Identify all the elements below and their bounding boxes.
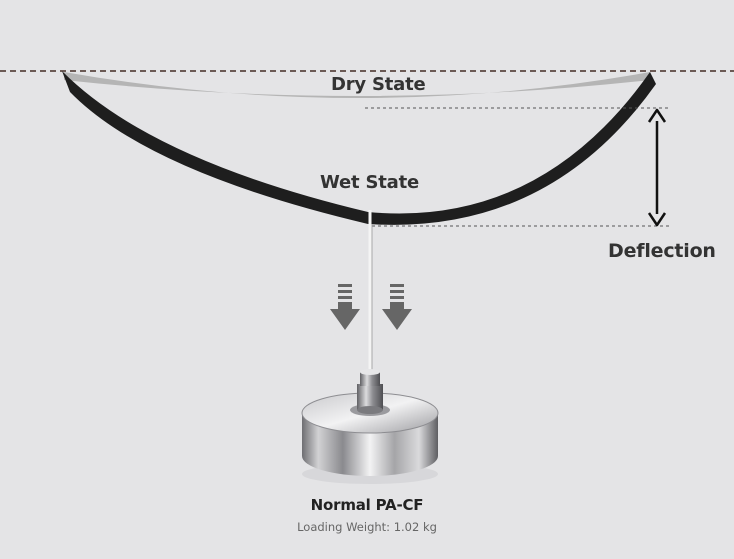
loading-weight-caption: Loading Weight: 1.02 kg — [297, 520, 437, 534]
wet-state-label: Wet State — [320, 172, 420, 193]
double-headed-arrow-icon — [647, 108, 667, 227]
down-arrow-icon — [330, 284, 360, 330]
dry-state-strip — [64, 72, 650, 98]
deflection-label: Deflection — [608, 240, 716, 262]
down-arrow-icon — [382, 284, 412, 330]
material-caption: Normal PA-CF — [310, 496, 424, 514]
calibration-weight — [301, 369, 439, 484]
dry-state-label: Dry State — [331, 74, 426, 95]
